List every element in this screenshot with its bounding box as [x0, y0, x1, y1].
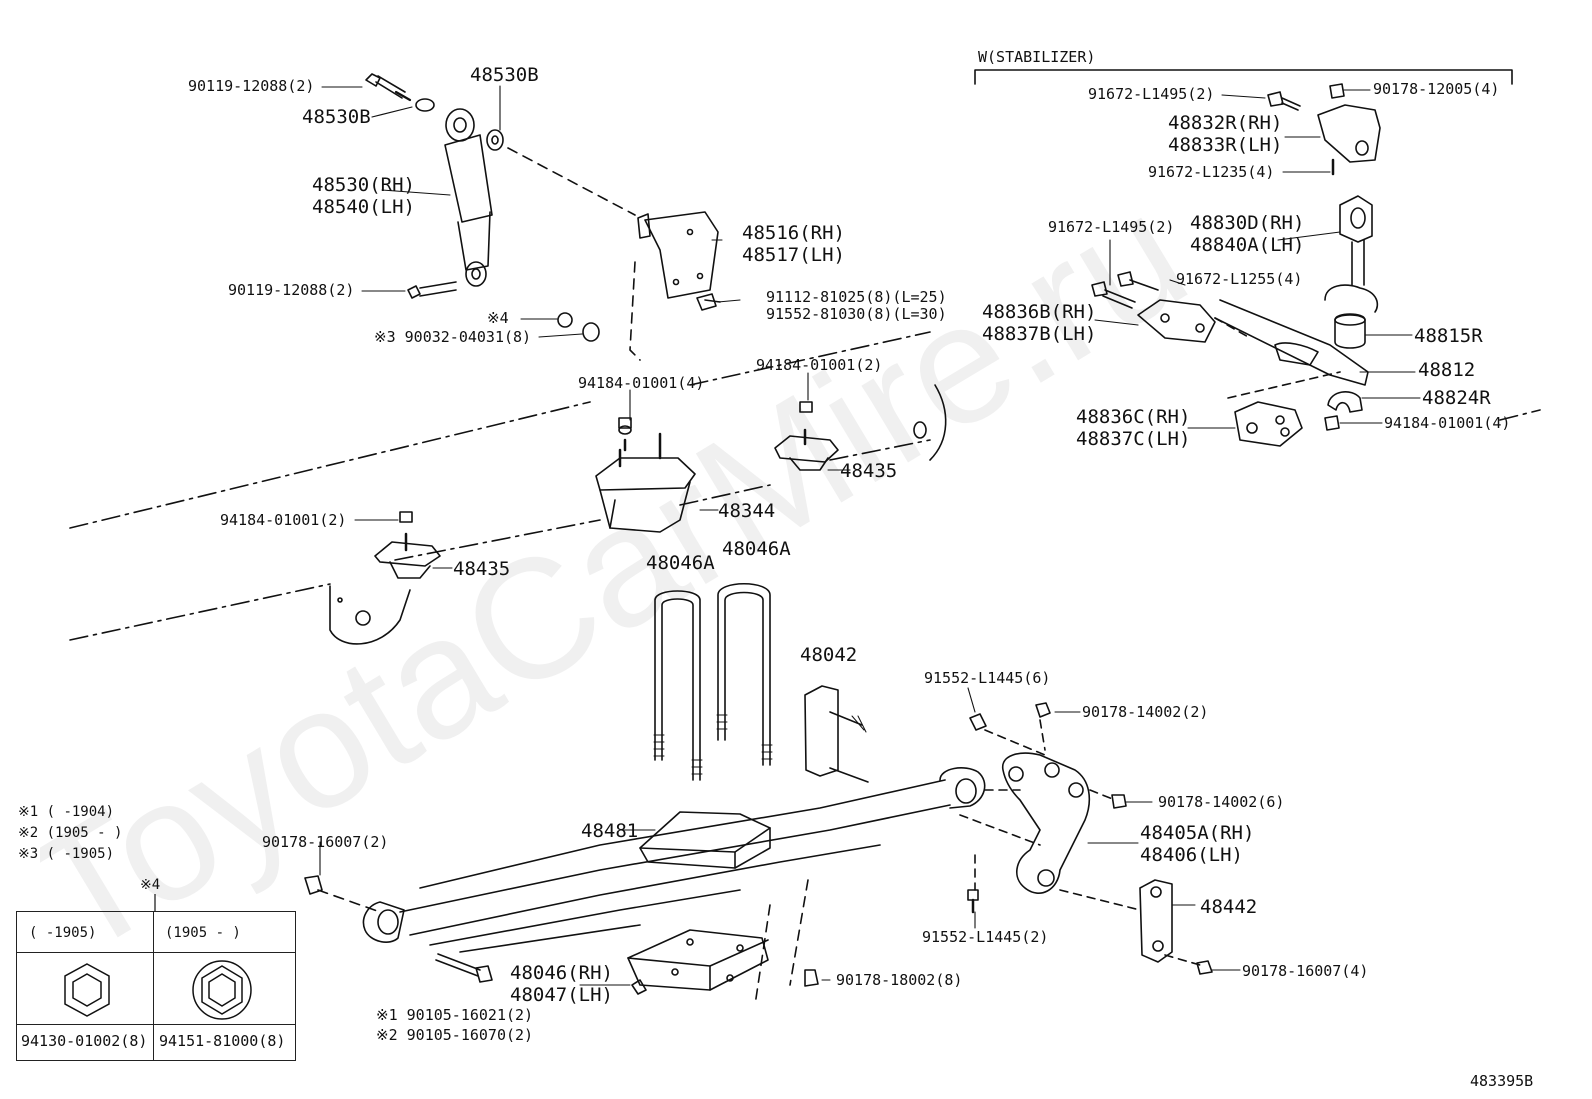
- label-48812: 48812: [1418, 359, 1476, 381]
- flange-nut-icon: [192, 960, 252, 1020]
- note-4: ※4: [140, 877, 161, 893]
- shackle-48442: [1139, 879, 1173, 963]
- label-48046a-a: 48046A: [646, 552, 715, 574]
- label-94184-01001-b: 94184-01001(2): [756, 356, 883, 374]
- label-94184-01001-d: 94184-01001(4): [1384, 414, 1511, 432]
- label-90178-16007-left: 90178-16007(2): [262, 833, 389, 851]
- label-91552-l1445-6: 91552-L1445(6): [924, 669, 1051, 687]
- label-48046-rh: 48046(RH): [510, 962, 613, 984]
- bump-stop-48435-right: [774, 401, 839, 471]
- label-48435-a: 48435: [840, 460, 898, 482]
- bushing-48815r: [1334, 313, 1366, 349]
- clamp-48824r: [1327, 391, 1363, 413]
- label-91672-l1495-a: 91672-L1495(2): [1088, 85, 1215, 103]
- label-note4-small: ※4: [487, 309, 509, 327]
- label-48530b-a: 48530B: [470, 64, 539, 86]
- label-48840a-lh: 48840A(LH): [1190, 234, 1305, 256]
- label-48344: 48344: [718, 500, 776, 522]
- legend-col2-part: 94151-81000(8): [159, 1032, 286, 1050]
- label-48047-lh: 48047(LH): [510, 984, 613, 1006]
- frame-end: [929, 384, 947, 461]
- label-91672-l1495-b: 91672-L1495(2): [1048, 218, 1175, 236]
- label-48046a-b: 48046A: [722, 538, 791, 560]
- label-48406-lh: 48406(LH): [1140, 844, 1243, 866]
- note-1: ※1 ( -1904): [18, 804, 115, 820]
- stabilizer-section-title: W(STABILIZER): [978, 48, 1096, 66]
- label-90178-12005: 90178-12005(4): [1373, 80, 1500, 98]
- label-48517-lh: 48517(LH): [742, 244, 845, 266]
- stabilizer-bar-48812: [1214, 299, 1369, 386]
- legend-col1-part: 94130-01002(8): [21, 1032, 148, 1050]
- label-91112-81025: 91112-81025(8)(L=25): [766, 288, 947, 306]
- label-90105-16021: ※1 90105-16021(2): [376, 1006, 534, 1024]
- spring-hanger-48405a: [1002, 752, 1091, 894]
- spring-pad-48046: [627, 929, 769, 995]
- leaf-spring: [362, 767, 986, 953]
- label-48837c-lh: 48837C(LH): [1076, 428, 1191, 450]
- label-48837b-lh: 48837B(LH): [982, 323, 1097, 345]
- shock-absorber: [444, 108, 493, 287]
- legend-col1-header: ( -1905): [29, 925, 97, 941]
- bolt-bottom-shock: [407, 281, 457, 299]
- hex-nut-icon: [64, 963, 110, 1017]
- label-48815r: 48815R: [1414, 325, 1483, 347]
- stabilizer-link-48830d: [1324, 195, 1379, 313]
- label-91552-81030: 91552-81030(8)(L=30): [766, 305, 947, 323]
- label-90178-14002-6: 90178-14002(6): [1158, 793, 1285, 811]
- label-91672-l1255: 91672-L1255(4): [1176, 270, 1303, 288]
- bump-stop-bracket: [595, 417, 696, 533]
- label-94184-01001-a: 94184-01001(4): [578, 374, 705, 392]
- legend-col2-header: (1905 - ): [165, 925, 241, 941]
- u-bolt-left: [653, 590, 703, 781]
- washer-48530b-left: [415, 98, 435, 112]
- label-91672-l1235: 91672-L1235(4): [1148, 163, 1275, 181]
- spring-plate-48042: [804, 685, 869, 783]
- label-48832r-rh: 48832R(RH): [1168, 112, 1283, 134]
- label-48540-lh: 48540(LH): [312, 196, 415, 218]
- frame-hole: [913, 421, 927, 439]
- label-90178-18002: 90178-18002(8): [836, 971, 963, 989]
- note-2: ※2 (1905 - ): [18, 825, 123, 841]
- label-48435-b: 48435: [453, 558, 511, 580]
- label-94184-01001-c: 94184-01001(2): [220, 511, 347, 529]
- frame-rail: [69, 331, 1541, 641]
- label-48530-rh: 48530(RH): [312, 174, 415, 196]
- note-3: ※3 ( -1905): [18, 846, 115, 862]
- label-90178-16007-right: 90178-16007(4): [1242, 962, 1369, 980]
- label-48833r-lh: 48833R(LH): [1168, 134, 1283, 156]
- label-48824r: 48824R: [1422, 387, 1491, 409]
- plate-48836b: [1137, 299, 1216, 343]
- label-48405a-rh: 48405A(RH): [1140, 822, 1255, 844]
- label-48516-rh: 48516(RH): [742, 222, 845, 244]
- label-90119-12088-bottom: 90119-12088(2): [228, 281, 355, 299]
- label-90105-16070: ※2 90105-16070(2): [376, 1026, 534, 1044]
- label-90178-14002-2: 90178-14002(2): [1082, 703, 1209, 721]
- bolt-90105: [435, 953, 493, 983]
- bump-stop-48435-left: [374, 511, 441, 579]
- u-bolt-right: [716, 582, 773, 766]
- label-90119-12088-top: 90119-12088(2): [188, 77, 315, 95]
- label-48830d-rh: 48830D(RH): [1190, 212, 1305, 234]
- bolt-91112: [696, 293, 721, 311]
- washer-48530b-right: [486, 129, 504, 151]
- label-91552-l1445-2: 91552-L1445(2): [922, 928, 1049, 946]
- label-90032-04031: ※3 90032-04031(8): [374, 328, 532, 346]
- diagram-code: 483395B: [1470, 1072, 1534, 1090]
- label-48442: 48442: [1200, 896, 1258, 918]
- note4-leader: [154, 894, 156, 912]
- plate-48836c: [1234, 401, 1303, 447]
- stabilizer-bracket-48832r: [1317, 104, 1381, 163]
- label-48836b-rh: 48836B(RH): [982, 301, 1097, 323]
- label-48530b-b: 48530B: [302, 106, 371, 128]
- bolt-top-shock: [365, 73, 412, 102]
- stabilizer-bracket-line: [974, 69, 1513, 85]
- label-48836c-rh: 48836C(RH): [1076, 406, 1191, 428]
- label-48042: 48042: [800, 644, 858, 666]
- spring-seat-48481: [639, 811, 771, 869]
- label-48481: 48481: [581, 820, 639, 842]
- nut-legend-table: ( -1905) (1905 - ) 94130-01002(8) 94151-…: [16, 911, 296, 1061]
- shock-bracket: [637, 211, 719, 299]
- frame-bottom: [329, 585, 411, 645]
